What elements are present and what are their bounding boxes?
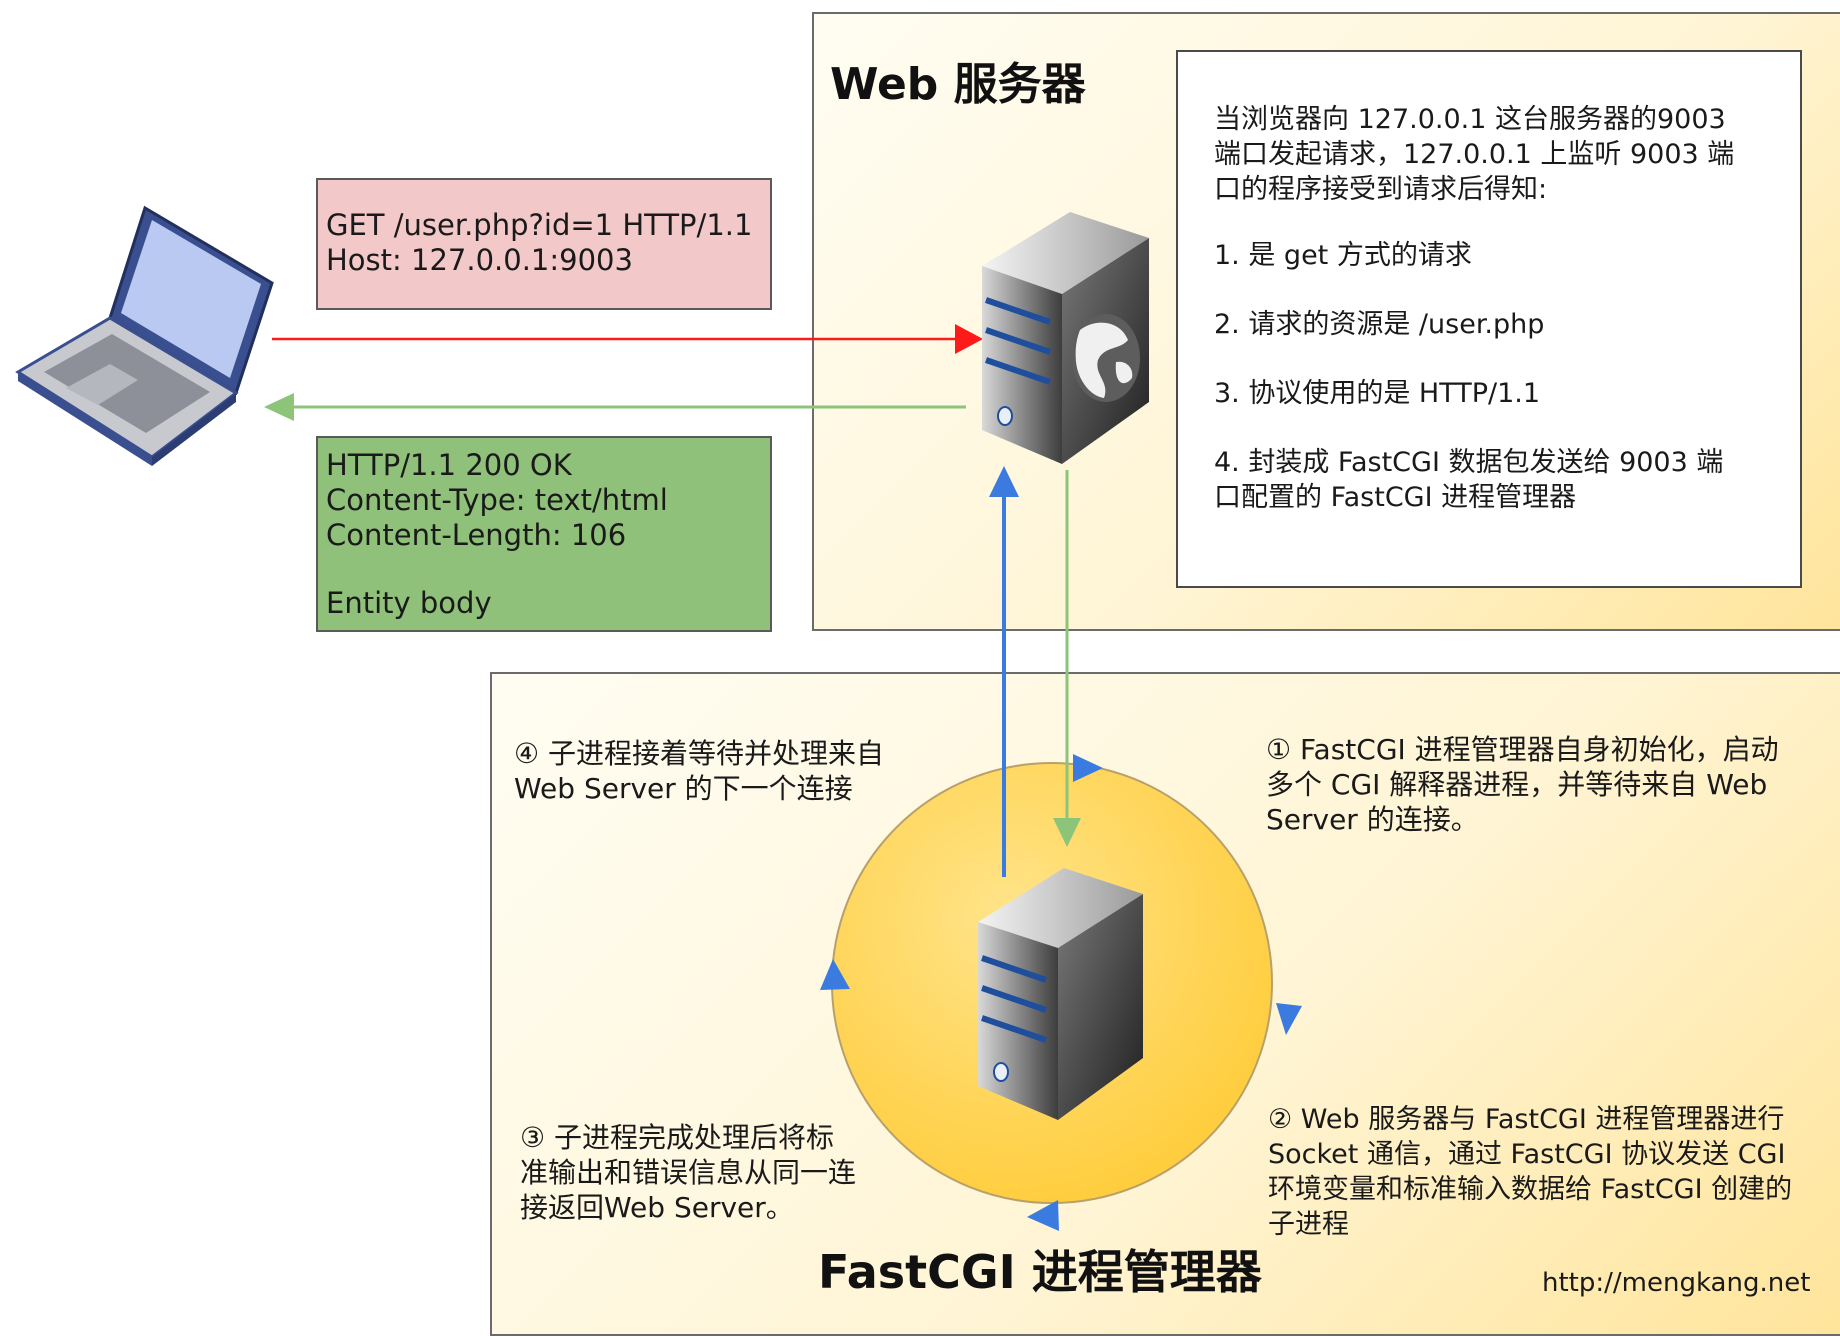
- response-arrow: [264, 393, 966, 421]
- step-1-line1: ① FastCGI 进程管理器自身初始化，启动: [1266, 733, 1779, 766]
- cycle-arrow-right: [1276, 1003, 1302, 1035]
- step-2-line4: 子进程: [1268, 1209, 1349, 1240]
- step-4-line1: ④ 子进程接着等待并处理来自: [514, 737, 885, 770]
- http-response-box: HTTP/1.1 200 OK Content-Type: text/html …: [316, 436, 772, 632]
- cycle-arrow-top: [1073, 754, 1103, 782]
- fastcgi-to-web-arrow: [989, 466, 1019, 877]
- description-item-4-line1: 4. 封装成 FastCGI 数据包发送给 9003 端: [1214, 447, 1724, 478]
- step-1-text: ① FastCGI 进程管理器自身初始化，启动 多个 CGI 解释器进程，并等待…: [1266, 732, 1779, 837]
- cycle-arrow-bottom: [1027, 1200, 1059, 1231]
- fastcgi-title: FastCGI 进程管理器: [818, 1245, 1262, 1299]
- request-line-2: Host: 127.0.0.1:9003: [326, 243, 633, 277]
- web-server-tower-icon: [982, 212, 1149, 464]
- step-1-line2: 多个 CGI 解释器进程，并等待来自 Web: [1266, 768, 1768, 801]
- globe-icon: [1072, 314, 1140, 402]
- web-server-title: Web 服务器: [830, 59, 1086, 110]
- description-intro-line1: 当浏览器向 127.0.0.1 这台服务器的9003: [1214, 104, 1726, 135]
- request-arrow: [272, 324, 983, 354]
- step-2-line3: 环境变量和标准输入数据给 FastCGI 创建的: [1268, 1174, 1793, 1205]
- watermark-url: http://mengkang.net: [1542, 1268, 1811, 1298]
- cycle-arrow-left: [820, 959, 850, 990]
- step-4-line2: Web Server 的下一个连接: [514, 772, 853, 805]
- web-server-description-box: 当浏览器向 127.0.0.1 这台服务器的9003 端口发起请求，127.0.…: [1176, 50, 1802, 588]
- step-4-text: ④ 子进程接着等待并处理来自 Web Server 的下一个连接: [514, 736, 884, 806]
- description-item-4-line2: 口配置的 FastCGI 进程管理器: [1214, 482, 1577, 513]
- description-intro-line3: 口的程序接受到请求后得知:: [1214, 174, 1548, 205]
- server-tower-icon: [978, 868, 1143, 1120]
- step-3-line2: 准输出和错误信息从同一连: [520, 1156, 857, 1189]
- response-line-3: Content-Length: 106: [326, 518, 627, 552]
- description-item-2: 2. 请求的资源是 /user.php: [1214, 309, 1545, 340]
- request-line-1: GET /user.php?id=1 HTTP/1.1: [326, 208, 753, 242]
- step-3-line1: ③ 子进程完成处理后将标: [520, 1121, 835, 1154]
- http-request-box: GET /user.php?id=1 HTTP/1.1 Host: 127.0.…: [316, 178, 772, 310]
- response-line-4: Entity body: [326, 586, 492, 620]
- step-2-line1: ② Web 服务器与 FastCGI 进程管理器进行: [1268, 1104, 1785, 1135]
- description-item-3: 3. 协议使用的是 HTTP/1.1: [1214, 378, 1541, 409]
- step-3-line3: 接返回Web Server。: [520, 1191, 794, 1224]
- step-1-line3: Server 的连接。: [1266, 803, 1479, 836]
- step-3-text: ③ 子进程完成处理后将标 准输出和错误信息从同一连 接返回Web Server。: [520, 1120, 856, 1225]
- step-2-line2: Socket 通信，通过 FastCGI 协议发送 CGI: [1268, 1139, 1786, 1170]
- description-item-1: 1. 是 get 方式的请求: [1214, 240, 1472, 271]
- web-to-fastcgi-arrow: [1053, 470, 1081, 847]
- description-intro-line2: 端口发起请求，127.0.0.1 上监听 9003 端: [1214, 139, 1735, 170]
- laptop-icon: [15, 205, 274, 466]
- diagram-graphics: [15, 205, 1302, 1231]
- response-line-2: Content-Type: text/html: [326, 483, 668, 517]
- step-2-text: ② Web 服务器与 FastCGI 进程管理器进行 Socket 通信，通过 …: [1268, 1102, 1792, 1242]
- response-line-1: HTTP/1.1 200 OK: [326, 448, 572, 482]
